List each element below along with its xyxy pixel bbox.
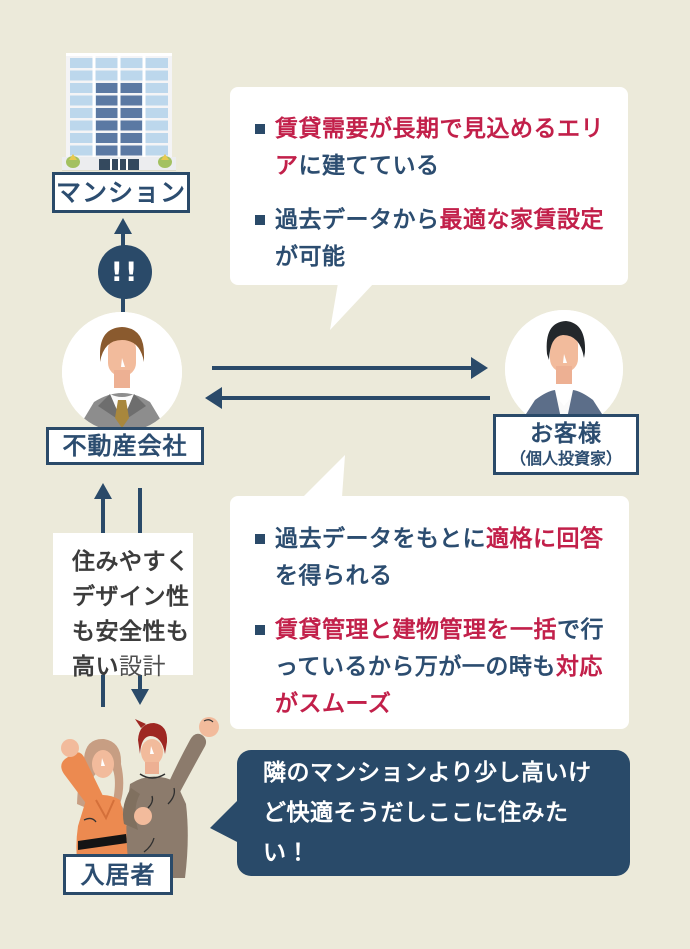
company-label: 不動産会社 bbox=[46, 427, 204, 465]
benefit-text: 賃貸需要が長期で見込めるエリアに建てている bbox=[275, 116, 604, 179]
building-illustration bbox=[62, 53, 176, 171]
company-person-illustration bbox=[62, 312, 182, 432]
company-label-text: 不動産会社 bbox=[62, 432, 188, 460]
note-line: 住みやすく bbox=[72, 549, 190, 575]
benefit-text: 過去データをもとに適格に回答を得られる bbox=[275, 526, 604, 589]
customer-label-text: お客様 bbox=[530, 421, 602, 447]
resident-label-text: 入居者 bbox=[80, 860, 156, 889]
customer-person-illustration bbox=[505, 310, 623, 428]
building-label-text: マンション bbox=[55, 177, 186, 207]
customer-speech-bubble: 過去データをもとに適格に回答を得られる 賃貸管理と建物管理を一括で行っているから… bbox=[230, 496, 629, 729]
arrow-line bbox=[221, 396, 490, 400]
note-line: も安全性も bbox=[72, 619, 190, 645]
square-bullet-icon bbox=[255, 625, 265, 635]
bubble-tail bbox=[303, 455, 345, 497]
square-bullet-icon bbox=[255, 124, 265, 134]
resident-speech-bubble: 隣のマンションより少し高いけど快適そうだしここに住みたい！ bbox=[237, 750, 630, 876]
arrow-head bbox=[471, 357, 488, 379]
list-item: 過去データから最適な家賃設定が可能 bbox=[255, 202, 610, 276]
alert-icon: !! bbox=[98, 245, 152, 299]
note-line: 高い設計 bbox=[72, 654, 166, 680]
benefit-text: 賃貸管理と建物管理を一括で行っているから万が一の時も対応がスムーズ bbox=[275, 617, 604, 717]
list-item: 賃貸需要が長期で見込めるエリアに建てている bbox=[255, 111, 610, 185]
arrow-head bbox=[205, 387, 222, 409]
building-label: マンション bbox=[52, 172, 190, 213]
bubble-tail bbox=[330, 283, 374, 330]
resident-quote-text: 隣のマンションより少し高いけど快適そうだしここに住みたい！ bbox=[263, 760, 592, 866]
design-note: 住みやすく デザイン性 も安全性も 高い設計 bbox=[53, 533, 193, 680]
customer-avatar bbox=[505, 310, 623, 428]
company-benefit-list: 賃貸需要が長期で見込めるエリアに建てている 過去データから最適な家賃設定が可能 bbox=[255, 111, 610, 276]
resident-label: 入居者 bbox=[63, 854, 173, 895]
arrow-head bbox=[114, 218, 132, 234]
square-bullet-icon bbox=[255, 215, 265, 225]
list-item: 賃貸管理と建物管理を一括で行っているから万が一の時も対応がスムーズ bbox=[255, 612, 611, 723]
benefit-text: 過去データから最適な家賃設定が可能 bbox=[275, 207, 604, 270]
customer-label: お客様 （個人投資家） bbox=[493, 414, 639, 475]
arrow-line bbox=[212, 366, 472, 370]
customer-label-subtext: （個人投資家） bbox=[509, 449, 622, 468]
company-speech-bubble: 賃貸需要が長期で見込めるエリアに建てている 過去データから最適な家賃設定が可能 bbox=[230, 87, 628, 285]
company-avatar bbox=[62, 312, 182, 432]
list-item: 過去データをもとに適格に回答を得られる bbox=[255, 521, 611, 595]
arrow-head bbox=[94, 483, 112, 499]
square-bullet-icon bbox=[255, 534, 265, 544]
customer-benefit-list: 過去データをもとに適格に回答を得られる 賃貸管理と建物管理を一括で行っているから… bbox=[255, 521, 611, 723]
arrow-head bbox=[131, 689, 149, 705]
note-line: デザイン性 bbox=[72, 584, 190, 610]
